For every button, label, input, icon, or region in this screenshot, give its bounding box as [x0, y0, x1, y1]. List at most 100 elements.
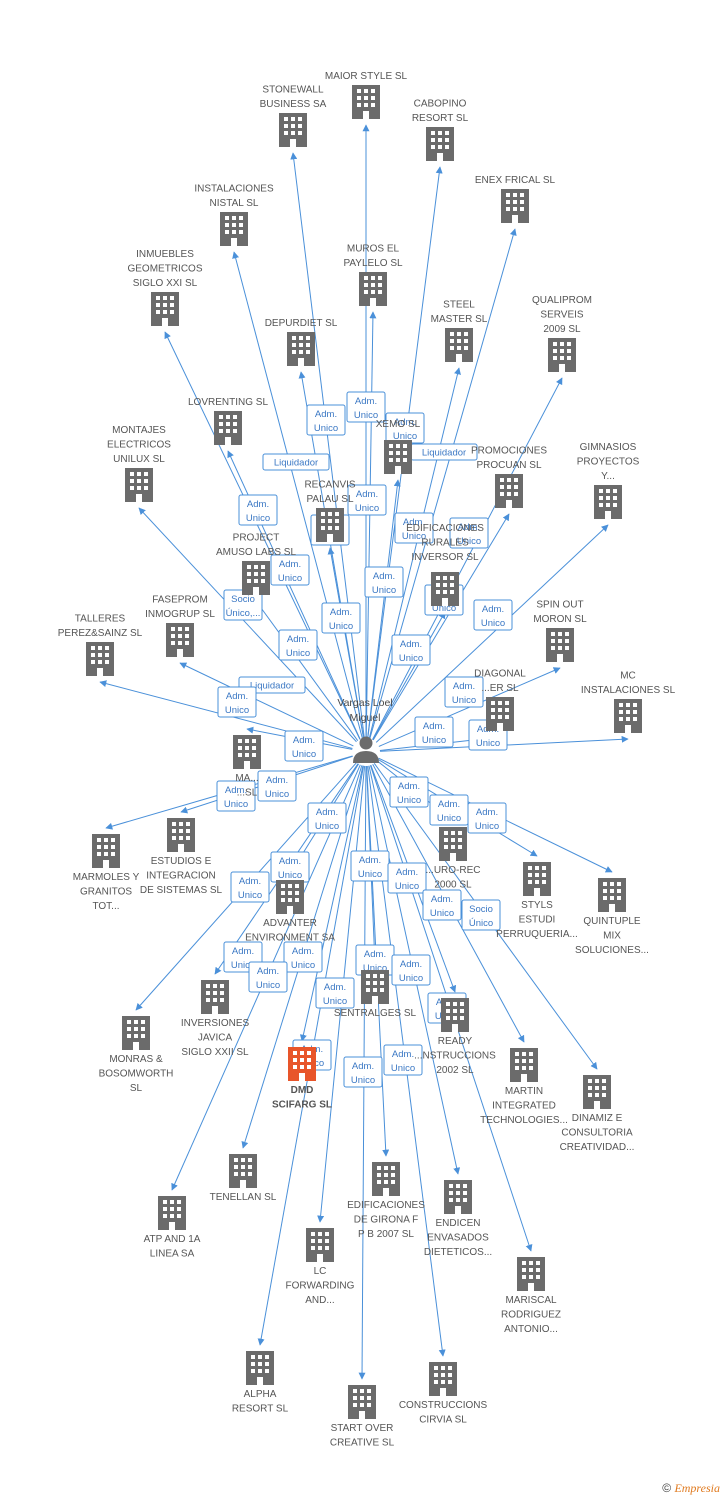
building-icon [214, 411, 242, 445]
svg-text:Unico: Unico [354, 410, 378, 421]
svg-text:Unico: Unico [329, 621, 353, 632]
svg-text:Unico: Unico [238, 890, 262, 901]
edge-role-label: SocioÚnico,... [223, 589, 263, 621]
company-name-mar-left: MA......SL [235, 773, 258, 799]
building-icon [151, 292, 179, 326]
company-node-estudios[interactable]: ESTUDIOS E INTEGRACION DE SISTEMAS SLEST… [140, 818, 223, 896]
building-icon [288, 1047, 316, 1081]
svg-text:Unico: Unico [265, 789, 289, 800]
svg-text:Adm.: Adm. [355, 396, 377, 407]
company-node-inmuebles[interactable]: INMUEBLES GEOMETRICOS SIGLO XXI SLINMUEB… [127, 249, 203, 326]
edge-role-label: Adm.Unico [467, 802, 507, 834]
company-node-inversiones[interactable]: INVERSIONES JAVICA SIGLO XXII SLINVERSIO… [181, 980, 250, 1058]
svg-text:Adm.: Adm. [239, 876, 261, 887]
svg-text:Unico: Unico [402, 531, 426, 542]
edge-faseprom [179, 662, 354, 747]
edge-role-label: Adm. Unico [230, 871, 270, 903]
building-icon [548, 338, 576, 372]
company-node-inversor[interactable]: EDIFICACIONES RURALES INVERSOR SLEDIFICA… [406, 523, 484, 606]
center-person-node[interactable]: Vargas Loel Miguel [337, 697, 393, 763]
building-icon [279, 113, 307, 147]
building-icon [594, 485, 622, 519]
svg-text:Adm.: Adm. [225, 785, 247, 796]
company-node-dinamiz[interactable]: DINAMIZ E CONSULTORIA CREATIVIDAD...DINA… [560, 1075, 635, 1153]
edge-role-label: Adm.Unico [321, 602, 361, 634]
company-node-tenellan[interactable]: TENELLAN SLTENELLAN SL [210, 1154, 277, 1203]
svg-text:Único,...: Único,... [226, 608, 261, 619]
building-icon [429, 1362, 457, 1396]
building-icon [445, 328, 473, 362]
svg-text:Unico: Unico [422, 735, 446, 746]
svg-text:Adm.: Adm. [458, 522, 480, 533]
company-node-edificaciones[interactable]: EDIFICACIONES DE GIRONA F P B 2007 SLEDI… [347, 1162, 425, 1240]
edge-role-label: Adm.Unico [394, 512, 434, 544]
company-node-maior[interactable]: MAIOR STYLE SLMAIOR STYLE SL [325, 71, 408, 119]
building-icon [122, 1016, 150, 1050]
building-icon [246, 1351, 274, 1385]
building-icon [546, 628, 574, 662]
edge-muros [365, 311, 377, 739]
svg-text:Socio: Socio [469, 904, 493, 915]
company-node-ready[interactable]: READY ...NSTRUCCIONS 2002 SLREADY...NSTR… [414, 998, 496, 1076]
svg-text:Adm.: Adm. [476, 807, 498, 818]
svg-text:Adm.: Adm. [247, 499, 269, 510]
svg-text:Liquidador: Liquidador [274, 458, 318, 469]
svg-text:Adm.: Adm. [400, 959, 422, 970]
edge-promociones [372, 513, 510, 741]
building-icon [201, 980, 229, 1014]
svg-text:Adm.: Adm. [398, 781, 420, 792]
company-name-xemo: XEMO SL [376, 419, 421, 430]
svg-text:Unico: Unico [457, 536, 481, 547]
svg-text:Adm.: Adm. [394, 417, 416, 428]
edge-role-label: Adm.Unico [391, 954, 431, 986]
edge-montajes [138, 507, 357, 743]
